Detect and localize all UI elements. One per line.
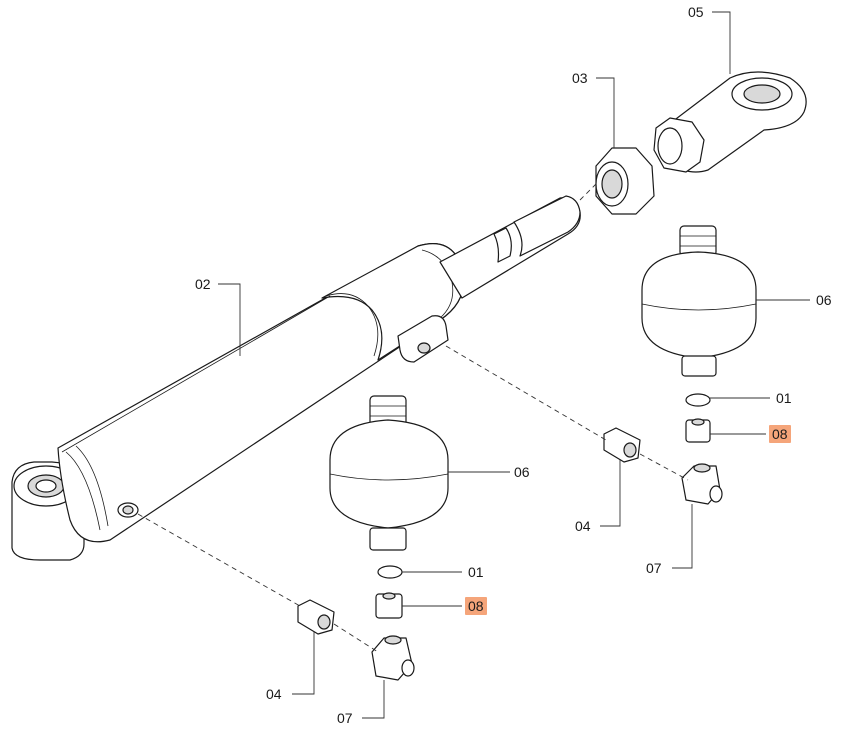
tee-fitting-right <box>681 463 723 505</box>
callout-02: 02 <box>195 276 211 292</box>
adapter-right <box>685 418 711 443</box>
hose-connector-right <box>603 427 641 463</box>
hose-connector-left <box>297 599 335 635</box>
callout-03: 03 <box>572 70 588 86</box>
piston-rod <box>439 195 581 299</box>
callout-01-center: 01 <box>468 564 484 580</box>
hex-nut <box>595 147 655 215</box>
callout-07-right: 07 <box>646 560 662 576</box>
o-ring-center <box>377 565 403 579</box>
cylinder-body <box>11 243 465 561</box>
leader-lines <box>218 11 810 719</box>
o-ring-right <box>685 393 711 407</box>
callout-01-right: 01 <box>776 390 792 406</box>
accumulator-right <box>641 225 757 377</box>
assembly-path-lower <box>137 513 379 653</box>
callout-06-right: 06 <box>816 292 832 308</box>
callout-04-right: 04 <box>575 518 591 534</box>
assembly-path-upper <box>445 345 689 481</box>
callout-07-center: 07 <box>337 710 353 726</box>
callout-04-left: 04 <box>266 686 282 702</box>
adapter-center <box>375 592 403 619</box>
callout-08-center: 08 <box>465 597 487 615</box>
rod-end-eye <box>653 71 807 173</box>
assembly-path-rod <box>579 183 597 201</box>
accumulator-center <box>329 395 449 551</box>
callout-06-center: 06 <box>514 464 530 480</box>
callout-08-right: 08 <box>769 425 791 443</box>
tee-fitting-center <box>371 635 415 681</box>
callout-05: 05 <box>688 4 704 20</box>
